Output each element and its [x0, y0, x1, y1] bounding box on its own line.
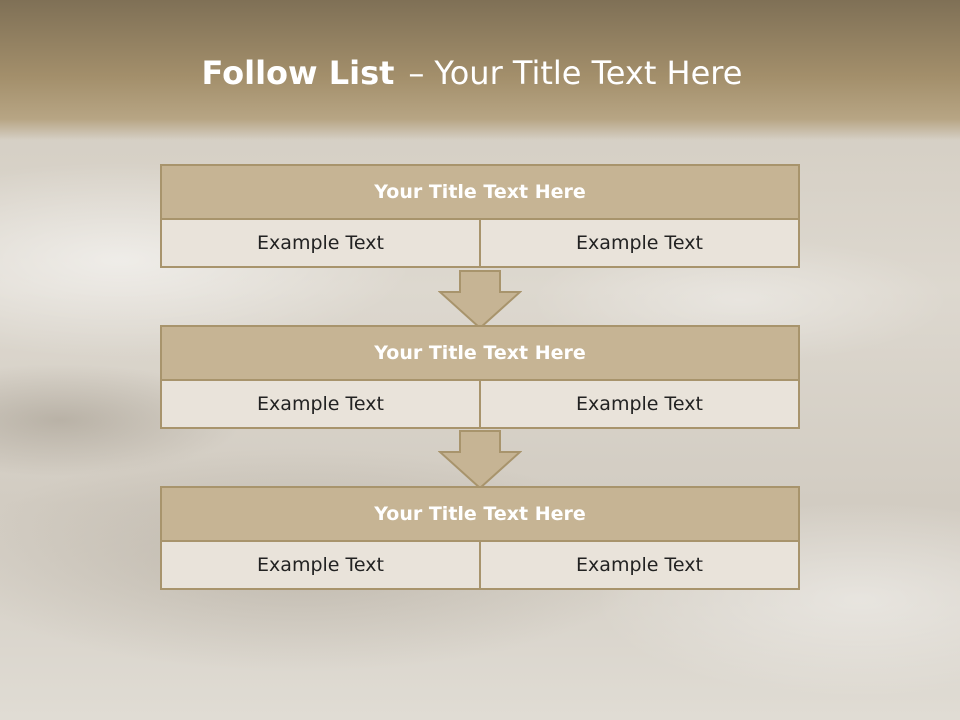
block-row: Example Text Example Text — [160, 542, 800, 590]
block-title: Your Title Text Here — [160, 325, 800, 381]
slide-title-rest: Your Title Text Here — [434, 54, 743, 92]
header-band — [0, 0, 960, 140]
list-block-1: Your Title Text Here Example Text Exampl… — [160, 164, 800, 268]
slide-title-separator: – — [408, 54, 425, 92]
block-cell-left: Example Text — [162, 381, 479, 427]
down-arrow-icon — [438, 270, 522, 330]
block-title: Your Title Text Here — [160, 164, 800, 220]
slide-title: Follow List–Your Title Text Here — [0, 54, 944, 92]
block-cell-right: Example Text — [479, 220, 798, 266]
block-cell-left: Example Text — [162, 542, 479, 588]
block-row: Example Text Example Text — [160, 220, 800, 268]
block-cell-left: Example Text — [162, 220, 479, 266]
list-block-2: Your Title Text Here Example Text Exampl… — [160, 325, 800, 429]
list-block-3: Your Title Text Here Example Text Exampl… — [160, 486, 800, 590]
block-cell-right: Example Text — [479, 381, 798, 427]
block-row: Example Text Example Text — [160, 381, 800, 429]
down-arrow-icon — [438, 430, 522, 490]
slide-title-bold: Follow List — [201, 54, 395, 92]
block-cell-right: Example Text — [479, 542, 798, 588]
block-title: Your Title Text Here — [160, 486, 800, 542]
